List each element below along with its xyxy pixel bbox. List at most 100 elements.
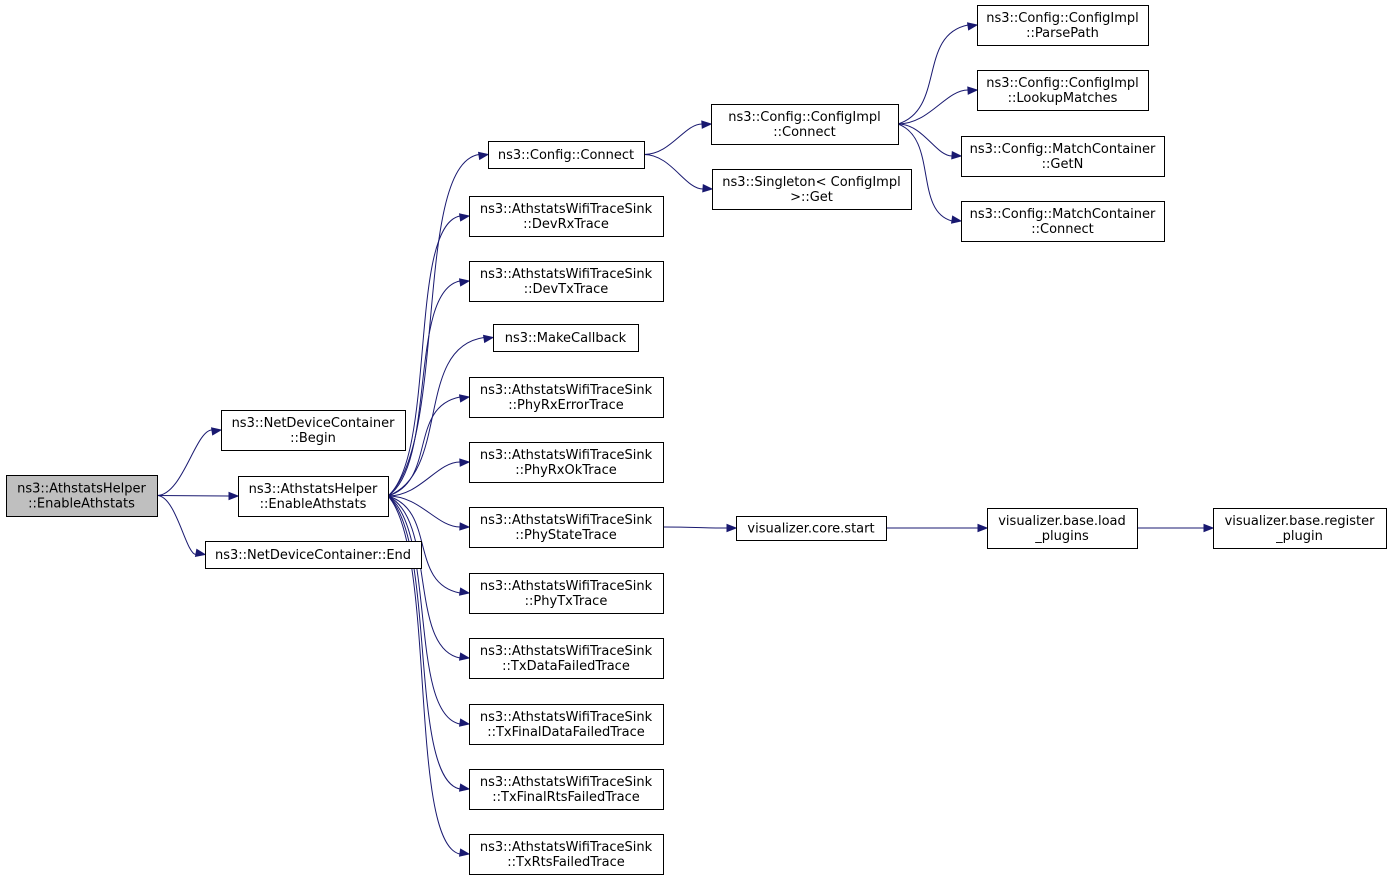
edge-cfgimpl-connect-to-mc-getn <box>897 123 953 157</box>
node-box[interactable] <box>493 324 639 352</box>
arrowhead <box>459 458 471 467</box>
node-label: ns3::AthstatsHelper <box>17 482 146 497</box>
node-box[interactable] <box>712 169 912 210</box>
node-label: ns3::AthstatsWifiTraceSink <box>480 513 653 528</box>
node-box[interactable] <box>469 573 664 614</box>
node-label: ::PhyRxOkTrace <box>515 463 617 478</box>
node-cfgimpl-connect[interactable]: ns3::Config::ConfigImpl::Connect <box>711 104 899 145</box>
node-vis-register[interactable]: visualizer.base.register_plugin <box>1213 508 1387 549</box>
node-phy-tx[interactable]: ns3::AthstatsWifiTraceSink::PhyTxTrace <box>469 573 664 614</box>
node-dev-rx[interactable]: ns3::AthstatsWifiTraceSink::DevRxTrace <box>469 196 664 237</box>
node-label: ::EnableAthstats <box>260 497 367 512</box>
node-label: ns3::AthstatsWifiTraceSink <box>480 644 653 659</box>
node-label: ::PhyRxErrorTrace <box>508 398 623 413</box>
node-tx-data-failed[interactable]: ns3::AthstatsWifiTraceSink::TxDataFailed… <box>469 638 664 679</box>
node-label: ns3::AthstatsWifiTraceSink <box>480 448 653 463</box>
node-label: ns3::AthstatsWifiTraceSink <box>480 383 653 398</box>
arrowhead <box>458 783 471 792</box>
node-box[interactable] <box>961 201 1165 242</box>
node-box[interactable] <box>977 70 1149 111</box>
node-box[interactable] <box>977 5 1149 46</box>
node-phy-rx-ok[interactable]: ns3::AthstatsWifiTraceSink::PhyRxOkTrace <box>469 442 664 483</box>
node-root[interactable]: ns3::AthstatsHelper::EnableAthstats <box>6 475 158 517</box>
node-box[interactable] <box>1213 508 1387 549</box>
node-phy-rx-err[interactable]: ns3::AthstatsWifiTraceSink::PhyRxErrorTr… <box>469 377 664 418</box>
edge-ah-enable-to-phy-tx <box>387 495 461 594</box>
node-tx-final-rts-failed[interactable]: ns3::AthstatsWifiTraceSink::TxFinalRtsFa… <box>469 769 664 810</box>
arrowhead <box>951 151 963 160</box>
node-box[interactable] <box>469 834 664 875</box>
node-label: ns3::Config::MatchContainer <box>970 142 1156 157</box>
node-lookup-matches[interactable]: ns3::Config::ConfigImpl::LookupMatches <box>977 70 1149 111</box>
node-box[interactable] <box>469 261 664 302</box>
arrowhead <box>1203 523 1215 533</box>
node-label: ns3::NetDeviceContainer::End <box>215 548 411 563</box>
arrowhead <box>726 523 738 533</box>
arrowhead <box>458 278 471 287</box>
node-singleton-get[interactable]: ns3::Singleton< ConfigImpl>::Get <box>712 169 912 210</box>
node-mc-getn[interactable]: ns3::Config::MatchContainer::GetN <box>961 136 1165 177</box>
node-box[interactable] <box>469 507 664 548</box>
edge-ah-enable-to-tx-final-rts-failed <box>387 495 461 790</box>
edge-cfgimpl-connect-to-parse-path <box>897 24 969 125</box>
arrowhead <box>194 548 207 557</box>
node-box[interactable] <box>221 410 406 451</box>
node-box[interactable] <box>238 476 389 517</box>
node-label: visualizer.base.load <box>998 514 1126 529</box>
node-label: visualizer.base.register <box>1225 514 1376 529</box>
node-box[interactable] <box>711 104 899 145</box>
node-label: ::DevTxTrace <box>524 282 609 297</box>
node-tx-rts-failed[interactable]: ns3::AthstatsWifiTraceSink::TxRtsFailedT… <box>469 834 664 875</box>
node-vis-load[interactable]: visualizer.base.load_plugins <box>987 508 1138 549</box>
node-box[interactable] <box>488 141 645 169</box>
node-parse-path[interactable]: ns3::Config::ConfigImpl::ParsePath <box>977 5 1149 46</box>
node-box[interactable] <box>469 196 664 237</box>
edge-ah-enable-to-tx-final-data-failed <box>387 495 461 725</box>
node-box[interactable] <box>736 516 887 541</box>
node-ndc-end[interactable]: ns3::NetDeviceContainer::End <box>205 541 422 569</box>
node-dev-tx[interactable]: ns3::AthstatsWifiTraceSink::DevTxTrace <box>469 261 664 302</box>
node-label: ::PhyTxTrace <box>525 594 608 609</box>
node-box[interactable] <box>205 541 422 569</box>
arrowhead <box>228 491 240 501</box>
edge-ah-enable-to-phy-rx-err <box>387 396 461 497</box>
node-box[interactable] <box>469 704 664 745</box>
node-label: ns3::AthstatsWifiTraceSink <box>480 202 653 217</box>
arrowhead <box>459 522 471 531</box>
node-box[interactable] <box>961 136 1165 177</box>
node-label: ::DevRxTrace <box>523 217 609 232</box>
edge-cfgimpl-connect-to-mc-connect <box>897 123 953 222</box>
edge-ah-enable-to-dev-tx <box>387 280 461 497</box>
node-box[interactable] <box>469 442 664 483</box>
node-label: ::PhyStateTrace <box>515 528 616 543</box>
arrowhead <box>458 394 471 403</box>
node-label: ns3::Config::MatchContainer <box>970 207 1156 222</box>
node-label: ::TxRtsFailedTrace <box>507 855 625 870</box>
call-nodes: ns3::AthstatsHelper::EnableAthstatsns3::… <box>6 5 1387 875</box>
node-label: visualizer.core.start <box>747 522 874 537</box>
node-label: ns3::AthstatsHelper <box>249 482 378 497</box>
edge-cfgimpl-connect-to-lookup-matches <box>897 89 969 125</box>
arrowhead <box>458 652 471 661</box>
node-label: ::TxFinalRtsFailedTrace <box>492 790 639 805</box>
node-label: >::Get <box>790 190 833 205</box>
node-make-cb[interactable]: ns3::MakeCallback <box>493 324 639 352</box>
node-box[interactable] <box>469 377 664 418</box>
node-ah-enable[interactable]: ns3::AthstatsHelper::EnableAthstats <box>238 476 389 517</box>
node-ndc-begin[interactable]: ns3::NetDeviceContainer::Begin <box>221 410 406 451</box>
node-cfg-connect[interactable]: ns3::Config::Connect <box>488 141 645 169</box>
node-label: ::GetN <box>1042 157 1084 172</box>
node-phy-state[interactable]: ns3::AthstatsWifiTraceSink::PhyStateTrac… <box>469 507 664 548</box>
node-label: ::EnableAthstats <box>28 497 135 512</box>
node-label: ns3::AthstatsWifiTraceSink <box>480 579 653 594</box>
node-box[interactable] <box>469 638 664 679</box>
node-box[interactable] <box>6 475 158 517</box>
node-box[interactable] <box>469 769 664 810</box>
node-box[interactable] <box>987 508 1138 549</box>
arrowhead <box>977 523 989 533</box>
node-vis-start[interactable]: visualizer.core.start <box>736 516 887 541</box>
edge-ah-enable-to-cfg-connect <box>387 154 480 497</box>
node-mc-connect[interactable]: ns3::Config::MatchContainer::Connect <box>961 201 1165 242</box>
node-tx-final-data-failed[interactable]: ns3::AthstatsWifiTraceSink::TxFinalDataF… <box>469 704 664 745</box>
arrowhead <box>966 22 979 31</box>
